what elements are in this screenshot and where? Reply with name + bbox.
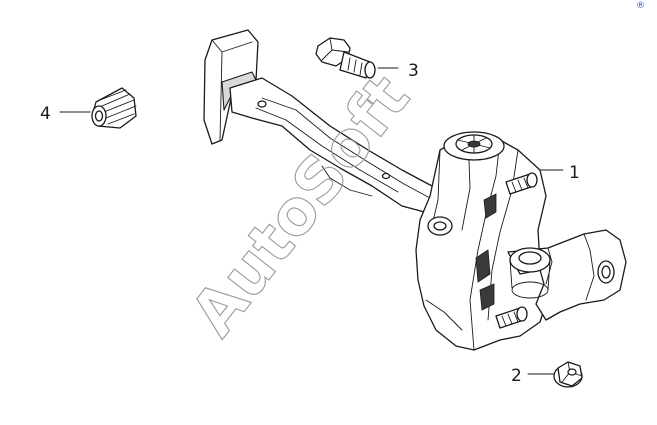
door-check-strap-assembly (203, 29, 627, 351)
callout-3-label: 3 (408, 61, 419, 81)
callout-4-label: 4 (40, 104, 51, 124)
nut-part (527, 361, 583, 388)
bolt-part (315, 37, 399, 79)
callout-2-label: 2 (511, 366, 522, 386)
registered-mark: ® (636, 1, 645, 11)
rubber-bumper-part (59, 87, 137, 129)
callout-1-label: 1 (569, 163, 580, 183)
